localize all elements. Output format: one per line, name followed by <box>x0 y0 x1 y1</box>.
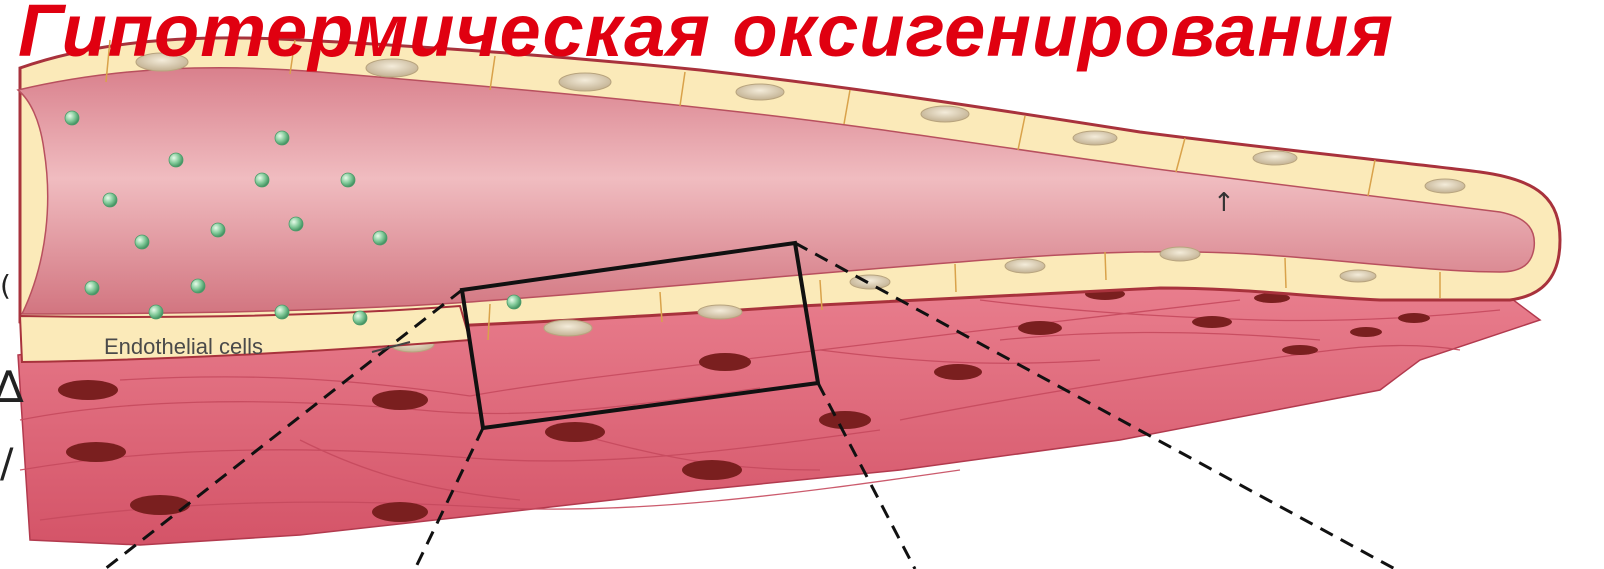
slide-title: Гипотермическая оксигенирования <box>18 0 1394 68</box>
left-edge-paren-icon: ( <box>0 272 11 300</box>
left-edge-triangle-icon: ∆ <box>0 366 23 410</box>
left-edge-slash-icon: / <box>0 444 13 484</box>
up-arrow-icon: ↑ <box>1213 190 1235 216</box>
endothelial-cells-label: Endothelial cells <box>104 336 263 358</box>
